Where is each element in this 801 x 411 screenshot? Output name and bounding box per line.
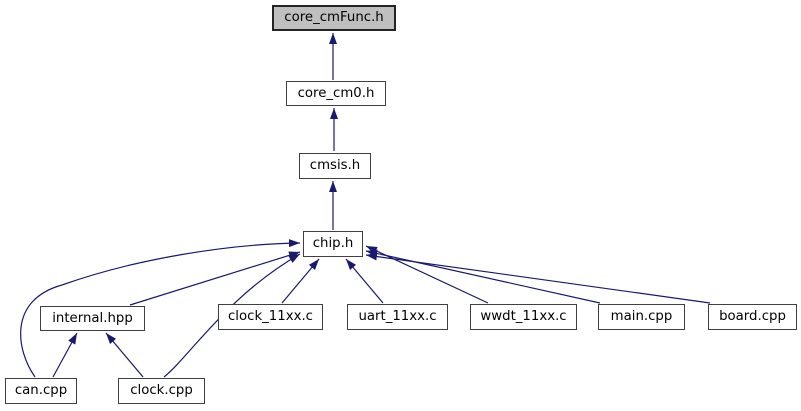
graph-node-internal-hpp[interactable]: internal.hpp [40, 306, 145, 331]
graph-node-wwdt-11xx-c[interactable]: wwdt_11xx.c [470, 304, 577, 330]
edge-internal-hpp-to-chip-h [129, 251, 301, 306]
graph-node-clock-cpp[interactable]: clock.cpp [118, 378, 205, 404]
graph-node-can-cpp[interactable]: can.cpp [5, 378, 77, 404]
graph-node-chip-h[interactable]: chip.h [303, 231, 363, 257]
edge-can-cpp-to-chip-h [20, 239, 301, 378]
graph-node-uart-11xx-c[interactable]: uart_11xx.c [347, 304, 448, 330]
graph-node-main-cpp[interactable]: main.cpp [598, 304, 685, 330]
graph-node-core-cmfunc-h: core_cmFunc.h [272, 5, 396, 31]
edge-board-cpp-to-chip-h [365, 252, 711, 304]
graph-node-core-cm0-h[interactable]: core_cm0.h [286, 81, 386, 106]
edge-can-cpp-to-internal-hpp [52, 332, 78, 378]
graph-node-cmsis-h[interactable]: cmsis.h [299, 153, 371, 179]
edge-main-cpp-to-chip-h [365, 249, 601, 304]
edge-uart-11xx-c-to-chip-h [345, 258, 384, 304]
edge-clock-cpp-to-internal-hpp [105, 332, 144, 378]
edge-clock-cpp-to-chip-h [163, 253, 301, 378]
graph-node-clock-11xx-c[interactable]: clock_11xx.c [218, 304, 323, 330]
edge-clock-11xx-c-to-chip-h [281, 258, 320, 304]
graph-node-board-cpp[interactable]: board.cpp [708, 304, 797, 330]
